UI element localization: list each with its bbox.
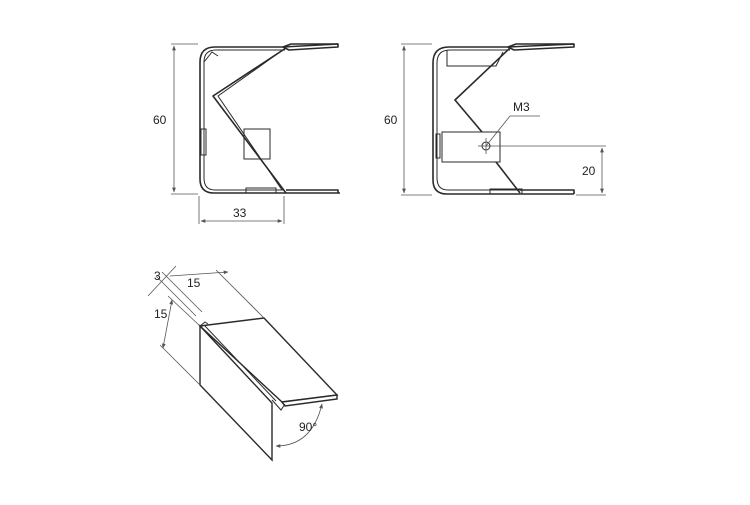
left-bottom-foot bbox=[245, 187, 277, 194]
left-wall-slot bbox=[200, 128, 207, 156]
m3-label: M3 bbox=[513, 100, 530, 114]
left-width-label: 33 bbox=[233, 206, 247, 220]
left-top-hook bbox=[203, 51, 219, 63]
left-profile-inner bbox=[203, 49, 285, 191]
right-top-flange bbox=[507, 43, 575, 51]
right-wall-slot bbox=[435, 133, 441, 159]
iso-front-face bbox=[199, 324, 273, 462]
left-height-label: 60 bbox=[153, 113, 167, 127]
iso-angle-arc bbox=[275, 403, 323, 448]
m3-leader bbox=[485, 115, 511, 147]
iso-top-dimension bbox=[169, 270, 229, 277]
iso-lip-label: 3 bbox=[154, 269, 161, 283]
right-profile-inner bbox=[436, 49, 520, 191]
right-nut-block bbox=[441, 131, 501, 163]
iso-angle-label: 90° bbox=[299, 420, 317, 434]
iso-top-corner bbox=[199, 321, 209, 327]
left-top-flange bbox=[282, 43, 339, 51]
left-diagonal-blade bbox=[212, 47, 287, 194]
iso-left-label: 15 bbox=[154, 307, 168, 321]
left-profile-outer bbox=[199, 43, 340, 194]
left-nut-block bbox=[243, 128, 271, 160]
right-profile-outer bbox=[432, 43, 574, 195]
left-side-view: 60 33 bbox=[153, 43, 340, 224]
left-diagonal-blade-inner bbox=[217, 51, 283, 191]
iso-front-inner bbox=[204, 325, 277, 402]
isometric-view: 3 15 15 90° bbox=[147, 265, 339, 462]
right-bottom-flange bbox=[520, 189, 575, 194]
right-diagonal-blade-lower bbox=[495, 161, 521, 194]
iso-top-label: 15 bbox=[187, 276, 201, 290]
iso-lip-dimension bbox=[147, 265, 177, 297]
left-bottom-flange bbox=[286, 189, 339, 193]
right-side-view: 60 M3 20 bbox=[384, 43, 606, 196]
right-bottom-foot bbox=[489, 188, 523, 195]
right-height-label: 60 bbox=[384, 113, 398, 127]
right-diagonal-blade bbox=[454, 47, 511, 133]
iso-left-dimension bbox=[161, 299, 174, 349]
right-offset-label: 20 bbox=[582, 164, 596, 178]
